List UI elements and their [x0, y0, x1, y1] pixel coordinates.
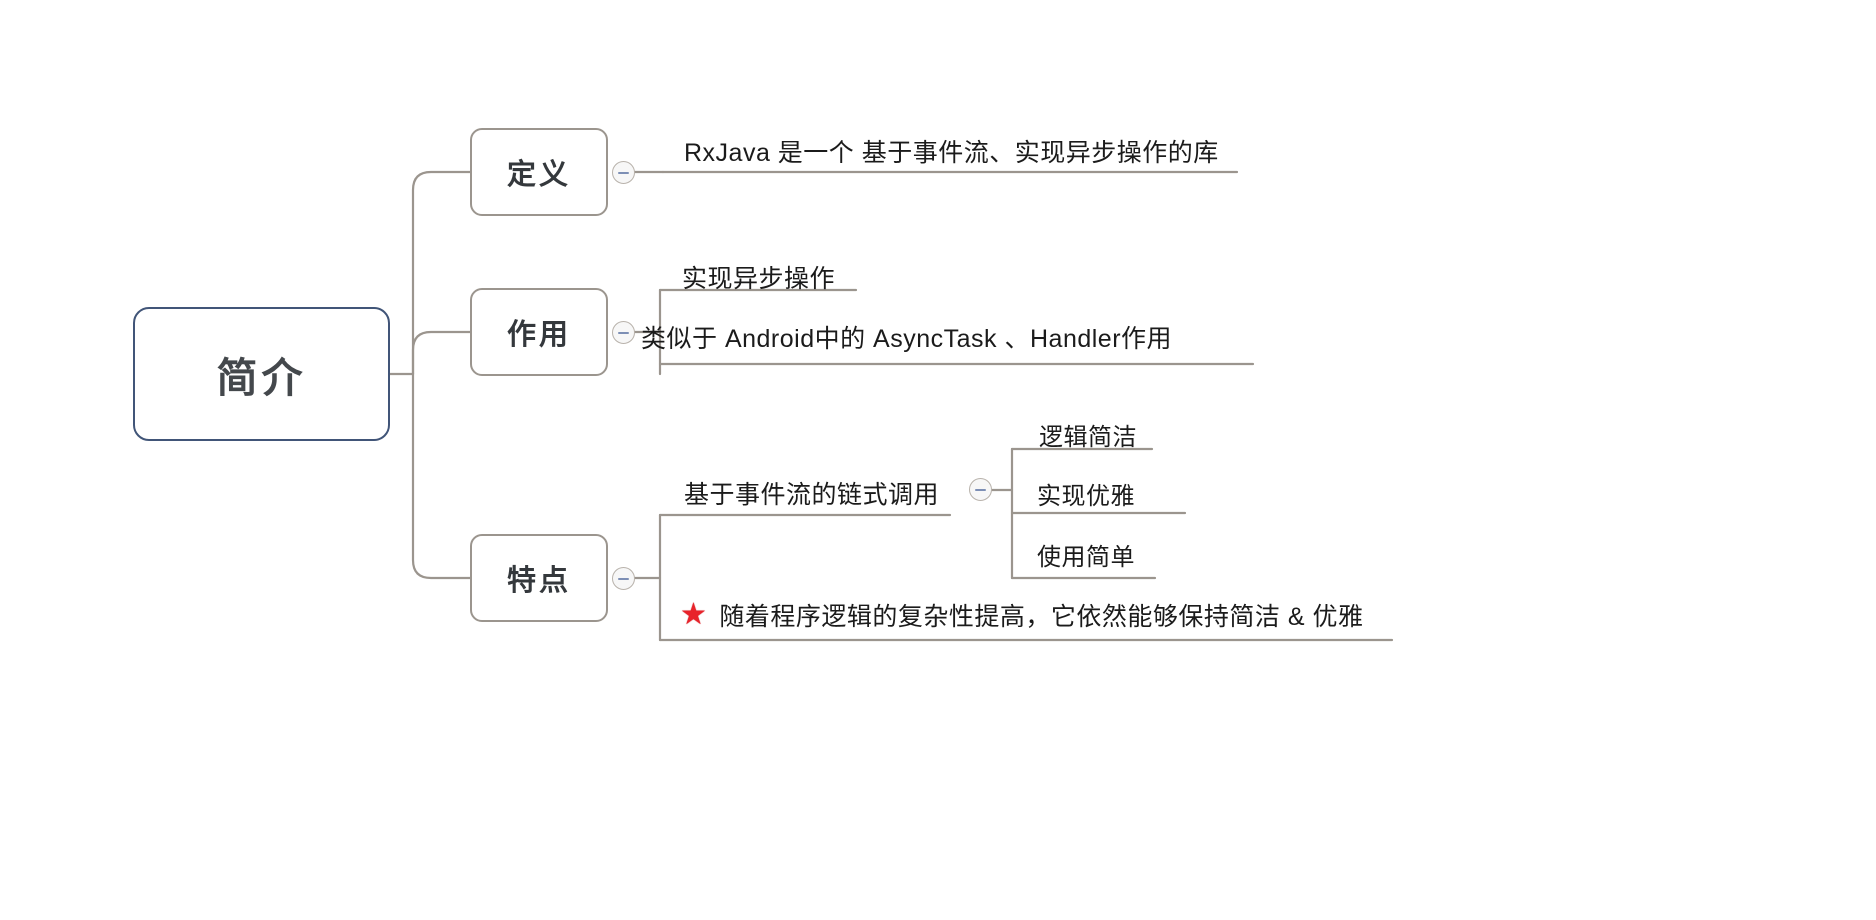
root-node-label: 简介 [216, 355, 307, 401]
leaf-chain-sub-2[interactable]: 实现优雅 [1037, 483, 1135, 510]
leaf-purpose-1[interactable]: 实现异步操作 [682, 265, 836, 293]
edge-root-to-features [411, 372, 472, 580]
branch-node-features-label: 特点 [506, 565, 571, 597]
leaf-purpose-2[interactable]: 类似于 Android中的 AsyncTask 、Handler作用 [641, 325, 1173, 353]
collapse-minus-icon-definition[interactable] [612, 161, 635, 184]
root-node[interactable]: 简介 [133, 307, 390, 441]
edge-root-to-definition [411, 170, 472, 376]
leaf-features-chain[interactable]: 基于事件流的链式调用 [684, 481, 940, 509]
branch-node-definition-label: 定义 [506, 159, 571, 191]
leaf-definition-1[interactable]: RxJava 是一个 基于事件流、实现异步操作的库 [684, 139, 1219, 167]
leaf-features-highlight-text: 随着程序逻辑的复杂性提高，它依然能够保持简洁 & 优雅 [719, 603, 1364, 631]
branch-node-definition[interactable]: 定义 [470, 128, 608, 216]
edge-root-to-purpose [411, 330, 472, 376]
collapse-minus-icon-purpose[interactable] [612, 321, 635, 344]
red-star-icon: ★ [680, 598, 708, 631]
branch-node-purpose[interactable]: 作用 [470, 288, 608, 376]
branch-node-purpose-label: 作用 [506, 319, 571, 351]
leaf-features-highlight[interactable]: ★ 随着程序逻辑的复杂性提高，它依然能够保持简洁 & 优雅 [680, 597, 1363, 633]
collapse-minus-icon-chain[interactable] [969, 478, 992, 501]
leaf-chain-sub-3[interactable]: 使用简单 [1037, 544, 1135, 571]
collapse-minus-icon-features[interactable] [612, 567, 635, 590]
leaf-chain-sub-1[interactable]: 逻辑简洁 [1039, 424, 1137, 451]
branch-node-features[interactable]: 特点 [470, 534, 608, 622]
